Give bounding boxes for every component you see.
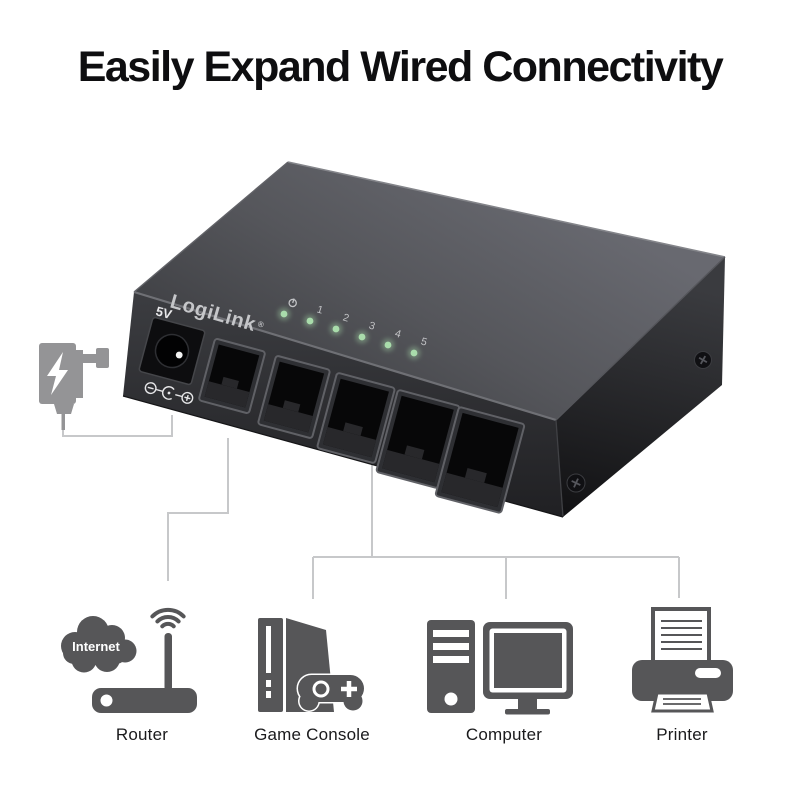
port-led-4: 4 bbox=[381, 328, 403, 352]
ethernet-port-5 bbox=[434, 406, 526, 514]
ethernet-port-2 bbox=[257, 355, 331, 439]
led-label-1: 1 bbox=[315, 304, 324, 317]
router-antenna bbox=[164, 633, 172, 691]
port-led-5: 5 bbox=[407, 336, 429, 360]
status-leds: 1 2 3 4 bbox=[277, 298, 429, 360]
game-console-icon bbox=[258, 618, 366, 712]
power-connection-line bbox=[62, 415, 173, 437]
port-led-3: 3 bbox=[355, 320, 377, 344]
ethernet-port-1 bbox=[198, 338, 266, 414]
switch-right-top-edge bbox=[555, 256, 726, 421]
led-label-4: 4 bbox=[393, 328, 402, 341]
voltage-label: 5V bbox=[154, 303, 174, 322]
gamepad-icon bbox=[296, 673, 366, 712]
router-icon: Internet bbox=[61, 607, 197, 713]
page-title: Easily Expand Wired Connectivity bbox=[77, 43, 724, 91]
switch-right-face bbox=[556, 257, 725, 517]
screw-icon-bottom bbox=[566, 473, 586, 493]
switch-top-face bbox=[134, 162, 725, 420]
ethernet-port-4 bbox=[375, 389, 461, 489]
internet-cloud: Internet bbox=[61, 616, 137, 673]
jack-pin-highlight bbox=[175, 351, 183, 359]
printer-button bbox=[695, 668, 721, 678]
ethernet-port-3 bbox=[316, 372, 396, 464]
network-switch: LogiLink® 1 2 bbox=[122, 161, 726, 518]
lightning-bolt-icon bbox=[47, 352, 68, 395]
led-label-3: 3 bbox=[367, 320, 376, 333]
connection-lines bbox=[62, 415, 680, 599]
computer-label: Computer bbox=[466, 725, 542, 744]
lan-connection-lines bbox=[312, 464, 680, 599]
polarity-icon bbox=[144, 382, 194, 404]
switch-front-right-edge bbox=[555, 419, 564, 518]
registered-mark: ® bbox=[257, 319, 266, 329]
router-connection-line bbox=[167, 438, 229, 581]
screw-icon-top bbox=[694, 351, 712, 369]
router-body bbox=[92, 688, 197, 713]
printer-label: Printer bbox=[656, 725, 708, 744]
router-label: Router bbox=[116, 725, 168, 744]
switch-left-edge bbox=[133, 161, 289, 293]
port-led-1: 1 bbox=[303, 304, 325, 328]
power-led-label-icon bbox=[288, 298, 297, 308]
computer-monitor bbox=[483, 622, 573, 715]
printer-paper-in bbox=[651, 607, 711, 664]
computer-icon bbox=[427, 620, 573, 715]
internet-badge: Internet bbox=[72, 639, 120, 654]
power-adapter-icon bbox=[39, 343, 109, 430]
led-label-5: 5 bbox=[419, 336, 428, 349]
dc-power-jack bbox=[138, 316, 206, 386]
printer-paper-out bbox=[651, 691, 714, 713]
switch-back-edge bbox=[287, 161, 726, 258]
game-console-label: Game Console bbox=[254, 725, 370, 744]
wifi-icon bbox=[150, 607, 186, 629]
led-label-2: 2 bbox=[341, 312, 350, 325]
router-led-dot bbox=[100, 694, 113, 707]
port-led-2: 2 bbox=[329, 312, 351, 336]
switch-front-top-edge bbox=[133, 290, 557, 422]
printer-icon bbox=[632, 607, 733, 713]
ethernet-ports bbox=[198, 338, 526, 514]
power-led bbox=[277, 298, 297, 321]
